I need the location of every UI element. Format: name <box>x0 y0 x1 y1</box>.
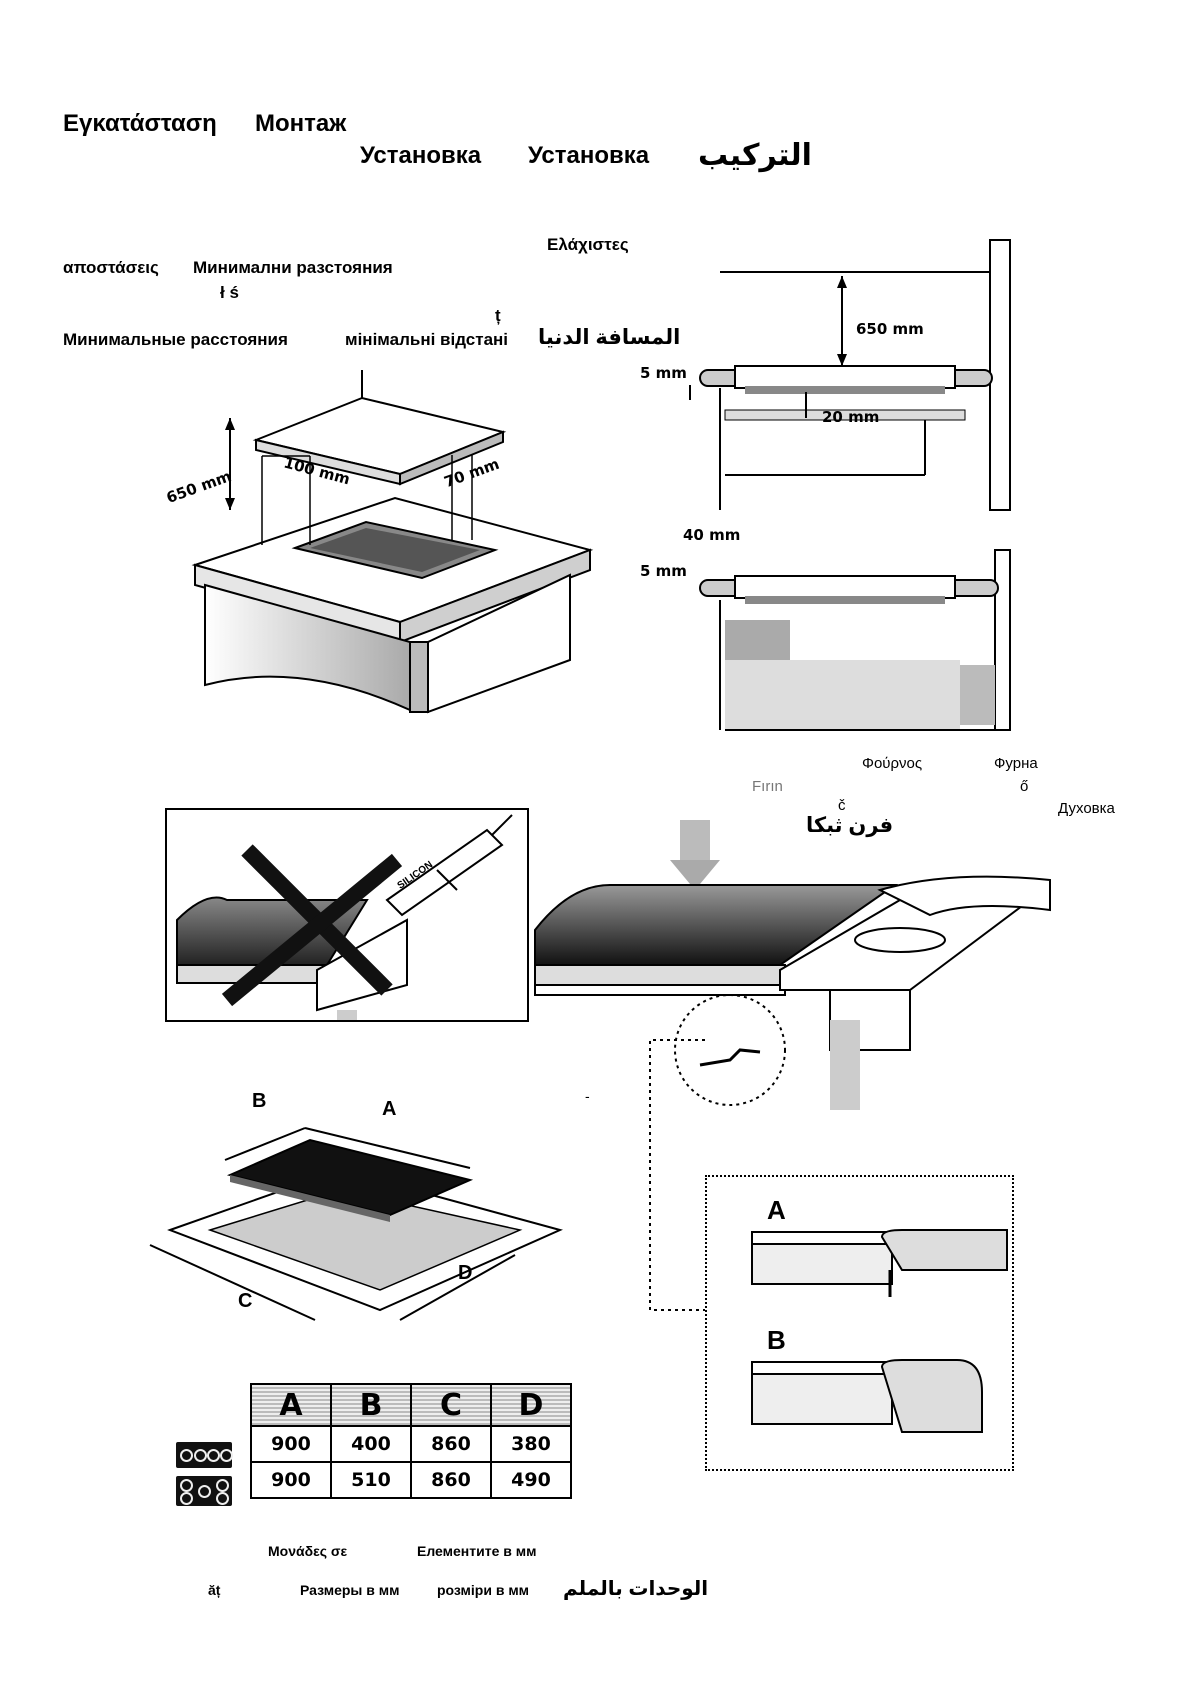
heading-ukrainian: Установка <box>528 142 650 169</box>
oven-hungarian: ő <box>1020 778 1029 795</box>
table-cell: 860 <box>410 1425 492 1463</box>
table-header: D <box>490 1383 572 1427</box>
table-cell: 900 <box>250 1425 332 1463</box>
min-distances-russian: Минимальные расстояния <box>63 330 288 349</box>
table-cell: 490 <box>490 1461 572 1499</box>
detail-connector <box>649 1039 705 1311</box>
top-650-label: 650 mm <box>856 320 924 338</box>
table-cell: 400 <box>330 1425 412 1463</box>
hob-type-4-burner-icon <box>176 1442 233 1468</box>
hob-type-5-burner-icon <box>176 1476 232 1506</box>
units-romanian: ăț <box>208 1582 221 1598</box>
dash-mark: - <box>585 1088 590 1104</box>
heading-arabic: التركيب <box>698 139 812 172</box>
oven-czech: č <box>838 797 846 814</box>
hob-installation-drawing <box>534 820 1051 1110</box>
oven-arabic: فرن ثبكا <box>806 814 894 837</box>
min-distances-greek-2: αποστάσεις <box>63 258 159 277</box>
cabinet-clearance-drawing <box>191 370 594 714</box>
side-5mm-bottom-label: 5 mm <box>640 562 687 580</box>
units-ukrainian: розміри в мм <box>437 1582 530 1598</box>
heading-bulgarian: Монтаж <box>255 110 347 137</box>
side-5mm-top-label: 5 mm <box>640 364 687 382</box>
no-silicone-panel: SILICON <box>165 808 529 1022</box>
min-distances-arabic: المسافة الدنيا <box>538 326 681 349</box>
table-header: B <box>330 1383 412 1427</box>
min-distances-greek-1: Ελάχιστες <box>547 235 629 254</box>
dimension-table: A B C D 900 400 860 380 900 510 860 490 <box>250 1383 572 1499</box>
min-distances-ukrainian: мінімальні відстані <box>345 330 509 349</box>
table-row: 900 400 860 380 <box>250 1425 572 1463</box>
no-silicone-drawing <box>176 814 513 1020</box>
side-20mm-label: 20 mm <box>822 408 880 426</box>
hob-dim-b-label: B <box>252 1090 267 1112</box>
oven-bulgarian: Фурна <box>994 755 1038 772</box>
side-40mm-label: 40 mm <box>683 526 741 544</box>
table-header-row: A B C D <box>250 1383 572 1427</box>
units-arabic: الوحدات بالملم <box>563 1578 709 1600</box>
detail-b-label: B <box>767 1325 786 1355</box>
hob-dim-a-label: A <box>382 1098 397 1120</box>
table-cell: 860 <box>410 1461 492 1499</box>
oven-russian: Духовка <box>1058 800 1115 817</box>
oven-greek: Φούρνος <box>862 755 923 772</box>
heading-greek: Εγκατάσταση <box>63 110 217 137</box>
detail-a-label: A <box>767 1195 786 1225</box>
hob-dim-d-label: D <box>458 1262 473 1284</box>
side-section-top <box>689 239 1011 511</box>
table-row: 900 510 860 490 <box>250 1461 572 1499</box>
min-distances-fragment-1: ł ś <box>220 283 239 302</box>
fixing-detail-panel: A B <box>705 1175 1014 1471</box>
table-cell: 510 <box>330 1461 412 1499</box>
oven-turkish: Fırın <box>752 778 783 795</box>
units-greek: Μονάδες σε <box>268 1543 348 1559</box>
detail-a-drawing <box>751 1229 1008 1297</box>
min-distances-fragment-2: ț <box>495 306 501 325</box>
table-cell: 380 <box>490 1425 572 1463</box>
units-bulgarian: Елементите в мм <box>417 1543 537 1559</box>
hob-dimension-drawing <box>149 1127 563 1321</box>
side-section-oven <box>699 549 1011 731</box>
hob-dim-c-label: C <box>238 1290 253 1312</box>
table-header: A <box>250 1383 332 1427</box>
table-header: C <box>410 1383 492 1427</box>
detail-b-drawing <box>751 1359 983 1433</box>
heading-russian: Установка <box>360 142 482 169</box>
min-distances-bulgarian: Минимални разстояния <box>193 258 393 277</box>
units-russian: Размеры в мм <box>300 1582 400 1598</box>
table-cell: 900 <box>250 1461 332 1499</box>
